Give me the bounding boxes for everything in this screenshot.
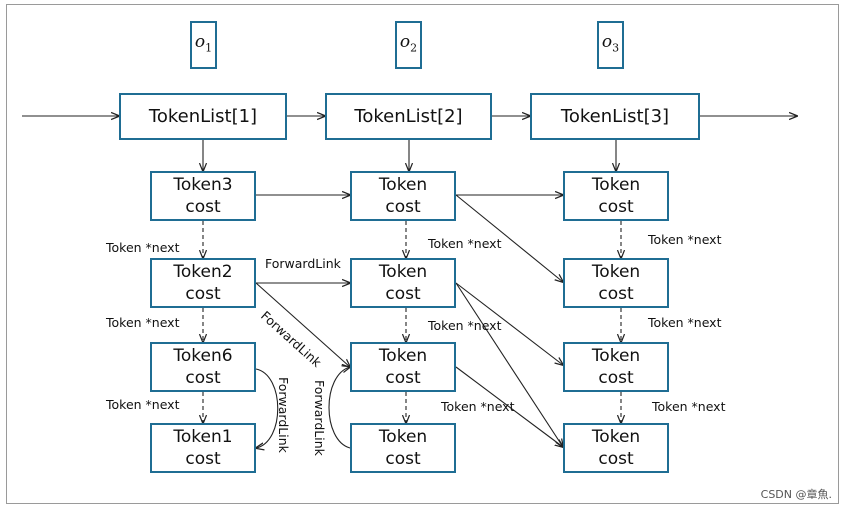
token-list-3-label: TokenList[3]: [560, 105, 670, 127]
next-label-c2-1: Token *next: [428, 236, 502, 251]
forward-label-vertical-c1: ForwardLink: [276, 377, 291, 453]
next-label-c3-3: Token *next: [652, 399, 726, 414]
token-list-2-label: TokenList[2]: [354, 105, 463, 127]
forward-link-c2r1-c3r2: [455, 194, 563, 282]
next-label-c2-3: Token *next: [441, 399, 515, 414]
observation-o1: o1: [190, 21, 217, 69]
observation-o3: o3: [597, 21, 624, 69]
forward-label-vertical-c2: ForwardLink: [312, 380, 327, 456]
diagram-frame: [6, 4, 839, 504]
observation-o2: o2: [395, 21, 422, 69]
next-label-c1-1: Token *next: [106, 240, 180, 255]
forward-link-c1r2-c2r3: [255, 282, 350, 367]
forward-link-c2r2-c3r4: [455, 282, 563, 447]
token-list-1: TokenList[1]: [119, 93, 287, 140]
forward-label-horizontal: ForwardLink: [265, 256, 341, 271]
next-label-c1-3: Token *next: [106, 397, 180, 412]
watermark: CSDN @章魚.: [760, 488, 832, 501]
forward-link-c1r3-c1r4: [256, 368, 279, 448]
next-label-c1-2: Token *next: [106, 315, 180, 330]
token-list-2: TokenList[2]: [325, 93, 492, 140]
next-label-c2-2: Token *next: [428, 318, 502, 333]
forward-link-c2r2-c3r3: [455, 282, 563, 365]
next-label-c3-2: Token *next: [648, 315, 722, 330]
forward-link-c2r3-c3r4: [455, 366, 563, 447]
token-list-1-label: TokenList[1]: [148, 105, 258, 127]
forward-link-c2r4-c2r3: [328, 367, 350, 449]
next-label-c3-1: Token *next: [648, 232, 722, 247]
token-list-3: TokenList[3]: [530, 93, 700, 140]
